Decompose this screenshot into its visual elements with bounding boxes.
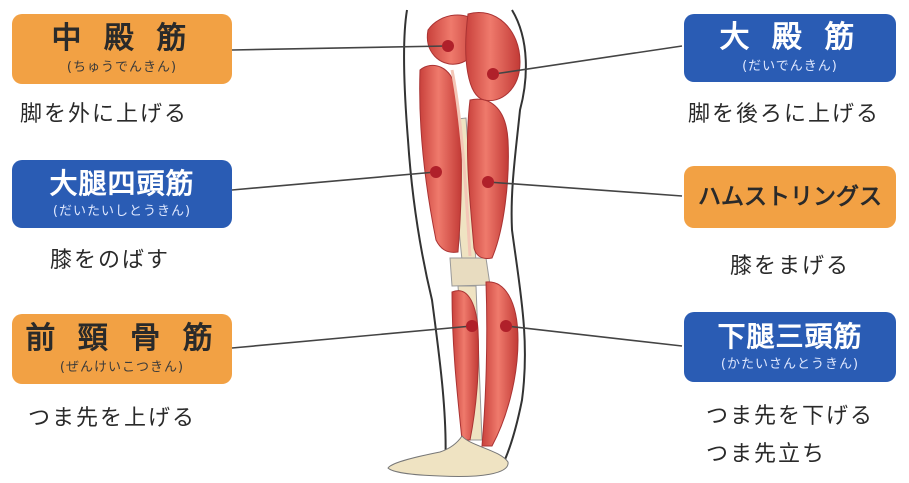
quadriceps-label: 大腿四頭筋 (だいたいしとうきん) (12, 160, 232, 228)
gluteus-medius-label: 中 殿 筋 (ちゅうでんきん) (12, 14, 232, 84)
triceps-surae-function-1: つま先を下げる (706, 398, 874, 430)
quadriceps-name: 大腿四頭筋 (49, 169, 194, 198)
gluteus-maximus-muscle (466, 12, 520, 100)
triceps-surae-muscle (482, 282, 518, 446)
quadriceps-reading: (だいたいしとうきん) (53, 200, 191, 219)
tibialis-anterior-name: 前 頸 骨 筋 (25, 323, 218, 355)
marker-triceps-surae (500, 320, 512, 332)
gluteus-maximus-reading: (だいでんきん) (742, 55, 838, 74)
triceps-surae-function-2: つま先立ち (706, 436, 826, 468)
triceps-surae-name: 下腿三頭筋 (717, 322, 862, 351)
leader-quadriceps (232, 172, 436, 190)
marker-gluteus-maximus (487, 68, 499, 80)
gluteus-medius-reading: (ちゅうでんきん) (67, 56, 177, 75)
hamstrings-label: ハムストリングス (684, 166, 896, 228)
triceps-surae-label: 下腿三頭筋 (かたいさんとうきん) (684, 312, 896, 382)
marker-hamstrings (482, 176, 494, 188)
tibialis-anterior-function: つま先を上げる (28, 400, 196, 432)
gluteus-maximus-function: 脚を後ろに上げる (688, 96, 880, 128)
gluteus-maximus-name: 大 殿 筋 (720, 22, 861, 54)
marker-tibialis (466, 320, 478, 332)
hamstrings-function: 膝をまげる (730, 248, 850, 280)
hamstrings-name: ハムストリングス (698, 185, 882, 209)
knee-bone (450, 258, 490, 286)
marker-gluteus-medius (442, 40, 454, 52)
leader-gluteus-maximus (494, 46, 682, 74)
gluteus-medius-name: 中 殿 筋 (52, 23, 193, 55)
gluteus-maximus-label: 大 殿 筋 (だいでんきん) (684, 14, 896, 82)
quadriceps-function: 膝をのばす (50, 242, 170, 274)
leader-hamstrings (488, 182, 682, 196)
leader-gluteus-medius (232, 46, 446, 50)
tibialis-anterior-reading: (ぜんけいこつきん) (60, 356, 184, 375)
triceps-surae-reading: (かたいさんとうきん) (721, 353, 859, 372)
marker-quadriceps (430, 166, 442, 178)
leader-triceps-surae (506, 326, 682, 346)
tibialis-anterior-label: 前 頸 骨 筋 (ぜんけいこつきん) (12, 314, 232, 384)
gluteus-medius-function: 脚を外に上げる (20, 96, 188, 128)
